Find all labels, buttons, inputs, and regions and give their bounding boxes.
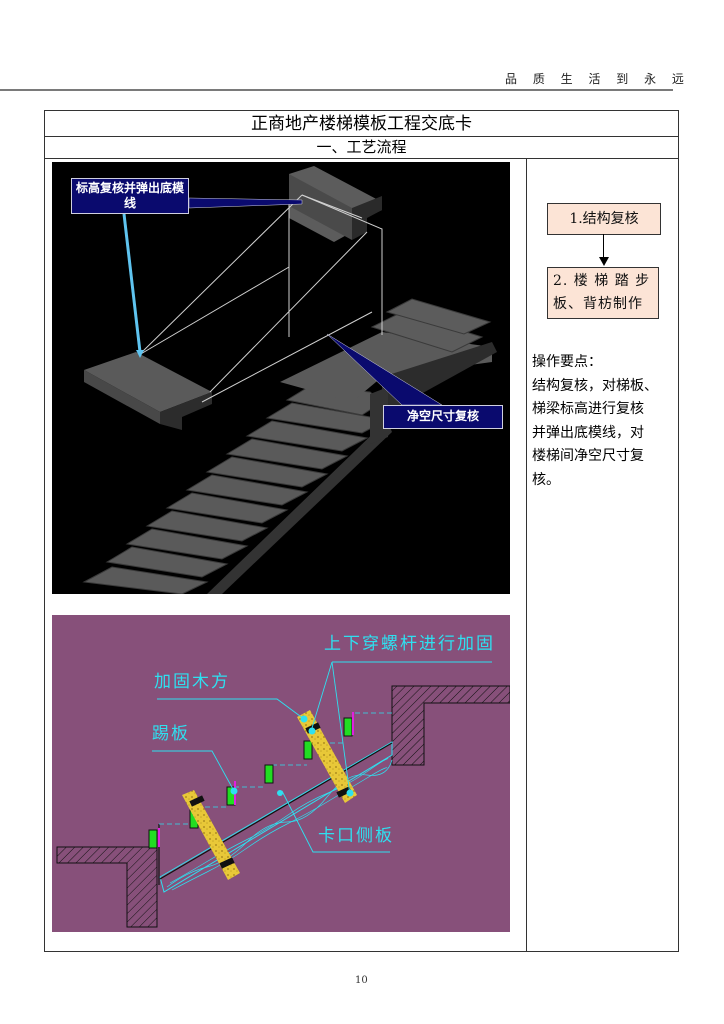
disclosure-card: 正商地产楼梯模板工程交底卡 一、工艺流程 — [44, 110, 679, 952]
label-riser-board: 踢板 — [152, 724, 190, 744]
notes-line: 并弹出底模线，对 — [532, 424, 644, 441]
label-bolt-reinforcement: 上下穿螺杆进行加固 — [324, 634, 495, 654]
notes-line: 楼梯间净空尺寸复 — [532, 448, 644, 464]
formwork-section-drawing — [56, 661, 510, 928]
flow-step-structure-check: 1.结构复核 — [547, 203, 661, 235]
stair-3d-drawing — [82, 166, 497, 594]
notes-line: 梯梁标高进行复核 — [532, 401, 644, 417]
stair-3d-figure: 标高复核并弹出底模线 净空尺寸复核 — [52, 162, 510, 594]
flow-arrow-line — [603, 234, 604, 259]
arrow-down-icon — [599, 257, 609, 266]
notes-heading: 操作要点： — [532, 354, 602, 370]
page-number: 10 — [355, 975, 368, 986]
notes-line: 结构复核，对梯板、 — [532, 377, 658, 394]
label-notched-side-board: 卡口侧板 — [318, 826, 394, 846]
callout-clearance-check: 净空尺寸复核 — [383, 405, 503, 429]
column-divider — [526, 158, 527, 952]
label-reinforcing-timber: 加固木方 — [154, 672, 230, 692]
header-motto: 品 质 生 活 到 永 远 — [505, 72, 690, 86]
operation-notes: 操作要点： 结构复核，对梯板、 梯梁标高进行复核 并弹出底模线，对 楼梯间净空尺… — [532, 351, 677, 492]
notes-line: 核。 — [532, 471, 560, 488]
flow-step-tread-fabrication: 2. 楼 梯 踏 步 板、背枋制作 — [547, 267, 659, 319]
card-title: 正商地产楼梯模板工程交底卡 — [45, 111, 678, 137]
callout-elevation-check: 标高复核并弹出底模线 — [71, 178, 189, 214]
section-title: 一、工艺流程 — [45, 136, 678, 159]
formwork-section-figure: 上下穿螺杆进行加固 加固木方 踢板 卡口侧板 — [52, 615, 510, 932]
header-rule — [0, 89, 673, 91]
